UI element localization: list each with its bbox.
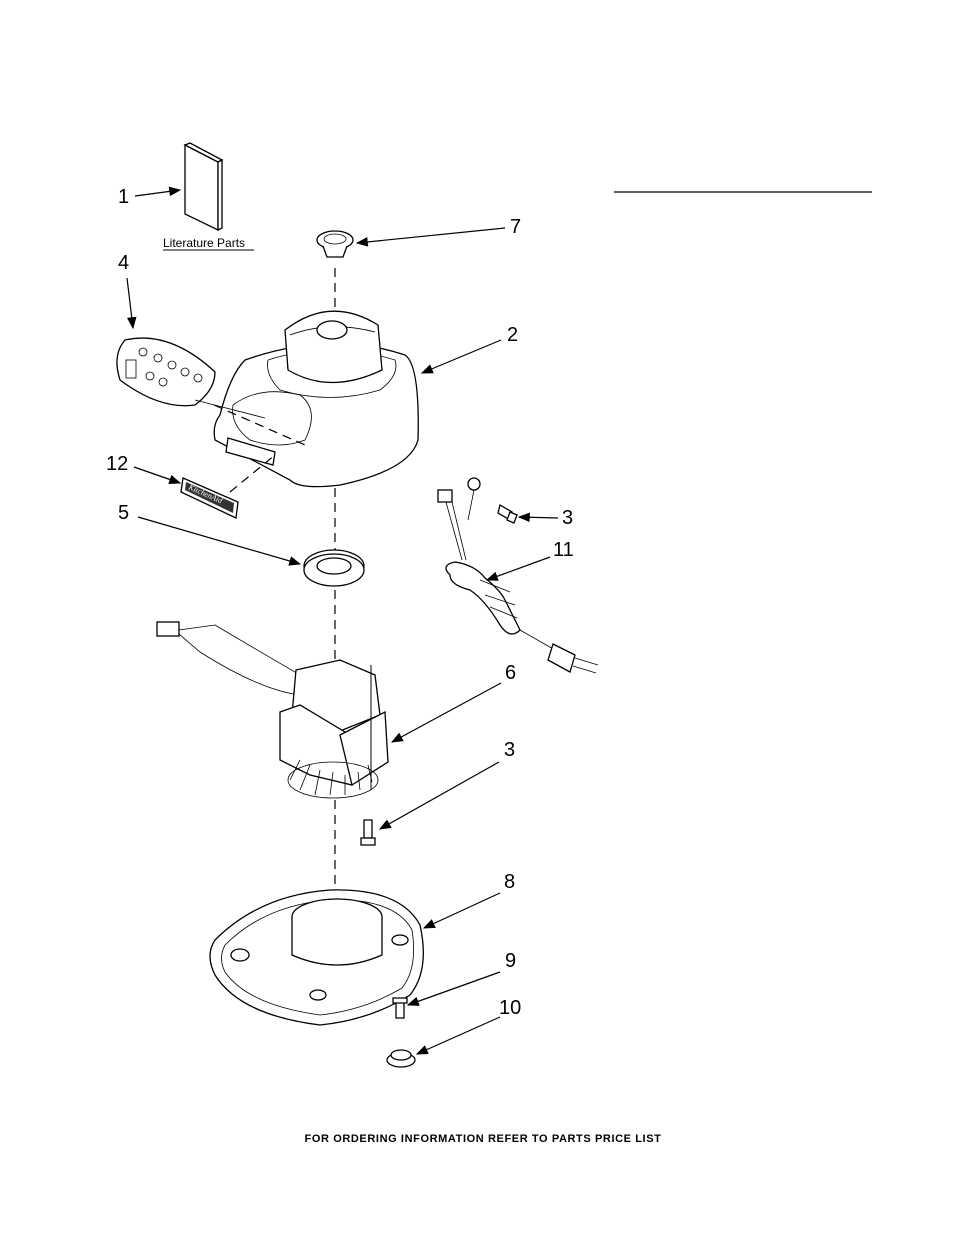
literature-parts-label: Literature Parts	[163, 236, 245, 250]
leader-3b	[378, 761, 500, 830]
gasket-part[interactable]	[303, 549, 365, 587]
ordering-footer: FOR ORDERING INFORMATION REFER TO PARTS …	[304, 1133, 662, 1145]
callout-4: 4	[118, 252, 129, 274]
leader-10	[415, 1016, 501, 1055]
leader-6	[390, 682, 502, 743]
callout-12: 12	[106, 453, 128, 475]
screw-part[interactable]	[497, 504, 518, 524]
power-cord-part[interactable]	[437, 477, 599, 674]
literature-booklet[interactable]	[183, 142, 224, 232]
callout-10: 10	[499, 997, 521, 1019]
leader-12	[133, 466, 182, 484]
leader-5	[137, 516, 302, 566]
foot-part[interactable]	[386, 1049, 416, 1068]
base-plate-part[interactable]	[209, 889, 424, 1026]
leader-3a	[517, 512, 559, 523]
leader-2	[420, 339, 502, 374]
screw-part[interactable]	[360, 819, 376, 846]
base-housing-part[interactable]	[213, 310, 419, 488]
callout-9: 9	[505, 950, 516, 972]
callout-1: 1	[118, 186, 129, 208]
callout-11: 11	[553, 539, 574, 561]
leader-11	[485, 556, 551, 581]
callout-6: 6	[505, 662, 516, 684]
leader-4	[126, 277, 137, 330]
badge-axis	[229, 454, 276, 493]
callout-8: 8	[504, 871, 515, 893]
callout-5: 5	[118, 502, 129, 524]
leader-8	[422, 892, 501, 929]
control-panel-part[interactable]	[116, 337, 266, 419]
callout-3a: 3	[562, 507, 573, 529]
badge-part[interactable]: KitchenAid	[180, 477, 239, 519]
callout-2: 2	[507, 324, 518, 346]
callout-3b: 3	[504, 739, 515, 761]
callout-7: 7	[510, 216, 521, 238]
leader-9	[406, 971, 501, 1006]
coupler-part[interactable]	[316, 230, 354, 258]
screw-part[interactable]	[392, 997, 408, 1019]
motor-part[interactable]	[156, 621, 389, 799]
leader-7	[355, 227, 506, 247]
leader-1	[134, 186, 182, 197]
